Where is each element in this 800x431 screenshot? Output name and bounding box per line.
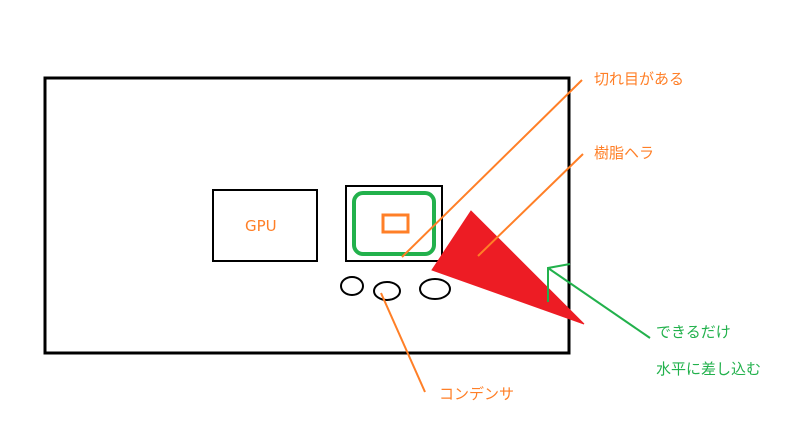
leader-line-cut	[401, 79, 583, 258]
orange-die	[381, 213, 410, 234]
spatula-label: 樹脂ヘラ	[594, 144, 655, 162]
insert-arrow-shaft	[547, 267, 651, 339]
chip-package	[345, 185, 443, 262]
capacitor-right	[419, 278, 451, 300]
gpu-chip	[212, 189, 318, 262]
insert-instruction-line2: 水平に差し込む	[656, 360, 762, 378]
leader-line-capacitor	[380, 292, 426, 393]
capacitor-label: コンデンサ	[439, 385, 515, 403]
capacitor-middle	[373, 281, 401, 301]
green-gasket	[352, 191, 436, 256]
leader-line-spatula	[477, 153, 584, 257]
insert-instruction-line1: できるだけ	[656, 323, 731, 341]
capacitor-left	[340, 276, 364, 296]
circuit-board	[43, 76, 571, 355]
gpu-label: GPU	[245, 217, 277, 235]
insert-arrow-head	[547, 263, 571, 302]
resin-spatula	[431, 210, 585, 325]
cut-label: 切れ目がある	[594, 70, 685, 88]
